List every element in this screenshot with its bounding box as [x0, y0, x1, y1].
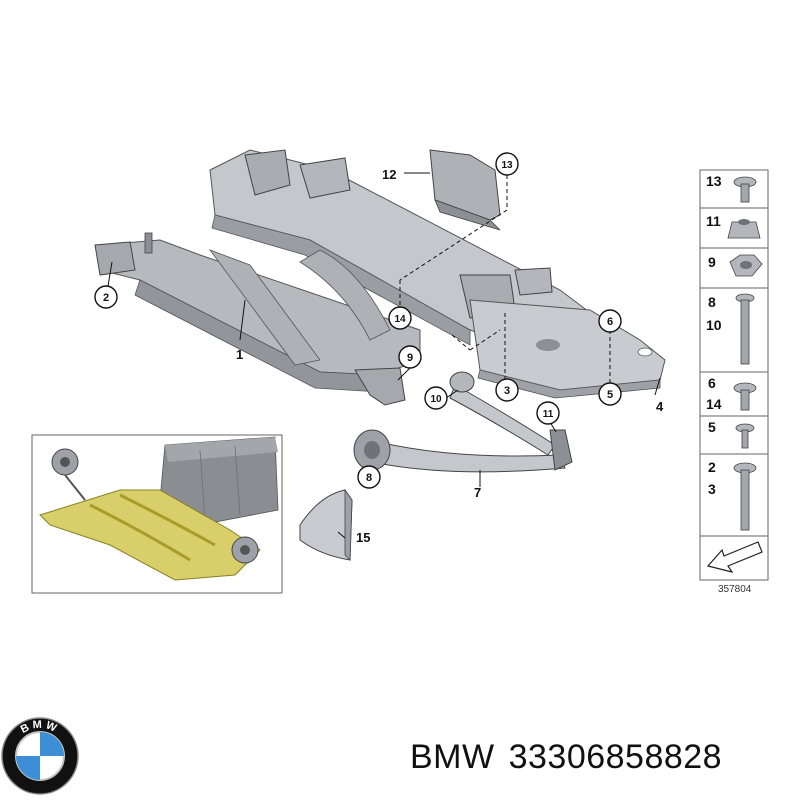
- control-arm-7-illustration: [353, 371, 573, 473]
- callout-10: 10: [424, 386, 448, 410]
- callout-13: 13: [495, 152, 519, 176]
- part-caption: BMW 33306858828: [410, 738, 736, 777]
- sidebar-label-3: 3: [708, 481, 716, 497]
- fastener-sidebar: 13 11 9 8 10 6 14: [699, 169, 769, 595]
- callout-8: 8: [357, 465, 381, 489]
- callout-10-label: 10: [430, 394, 442, 405]
- callout-13-label: 13: [501, 160, 513, 171]
- sidebar-item-2-3: 2 3: [699, 453, 769, 537]
- callout-2-label: 2: [103, 292, 109, 304]
- sidebar-item-11: 11: [699, 207, 769, 249]
- sidebar-label-8: 8: [708, 294, 716, 310]
- callout-5-label: 5: [607, 389, 613, 401]
- subframe-illustration: [94, 149, 666, 406]
- bracket-12-illustration: [429, 149, 501, 231]
- sidebar-label-13: 13: [706, 173, 722, 189]
- sidebar-label-14: 14: [706, 396, 722, 412]
- callout-9-label: 9: [407, 352, 413, 364]
- cover-15-illustration: [299, 488, 353, 561]
- sidebar-label-10: 10: [706, 317, 722, 333]
- callout-7: 7: [474, 485, 481, 500]
- sidebar-label-6: 6: [708, 375, 716, 391]
- callout-8-label: 8: [366, 472, 372, 484]
- callout-9: 9: [398, 345, 422, 369]
- callout-2: 2: [94, 285, 118, 309]
- sidebar-item-9: 9: [699, 247, 769, 289]
- sidebar-label-11: 11: [706, 213, 721, 229]
- direction-arrow-icon: [706, 541, 763, 573]
- callout-1: 1: [236, 347, 243, 362]
- callout-3: 3: [495, 378, 519, 402]
- callout-6: 6: [598, 309, 622, 333]
- callout-3-label: 3: [504, 385, 510, 397]
- callout-5: 5: [598, 382, 622, 406]
- part-number: 33306858828: [508, 738, 723, 776]
- callout-6-label: 6: [607, 316, 613, 328]
- callout-15: 15: [356, 530, 370, 545]
- callout-12: 12: [382, 167, 396, 182]
- callout-11: 11: [536, 401, 560, 425]
- location-inset: [31, 434, 283, 594]
- brand-name: BMW: [410, 738, 495, 776]
- direction-arrow-box: [699, 535, 769, 581]
- leader-lines: [107, 172, 661, 539]
- callouts: 12 13 2 14 1 9 3 6 5 4: [94, 152, 664, 545]
- bmw-logo: BMW: [1, 717, 79, 795]
- callout-11-label: 11: [543, 409, 554, 420]
- diagram-ref-number: 357804: [718, 584, 752, 595]
- sidebar-item-13: 13: [699, 169, 769, 209]
- callout-14-label: 14: [394, 314, 406, 325]
- sidebar-item-6-14: 6 14: [699, 371, 769, 417]
- sidebar-item-8-10: 8 10: [699, 287, 769, 373]
- sidebar-item-5: 5: [699, 415, 769, 455]
- callout-4: 4: [656, 399, 664, 414]
- sidebar-label-9: 9: [708, 254, 716, 270]
- callout-14: 14: [388, 306, 412, 330]
- sidebar-label-5: 5: [708, 419, 716, 435]
- bmw-logo-text: BMW: [19, 719, 61, 736]
- sidebar-label-2: 2: [708, 459, 716, 475]
